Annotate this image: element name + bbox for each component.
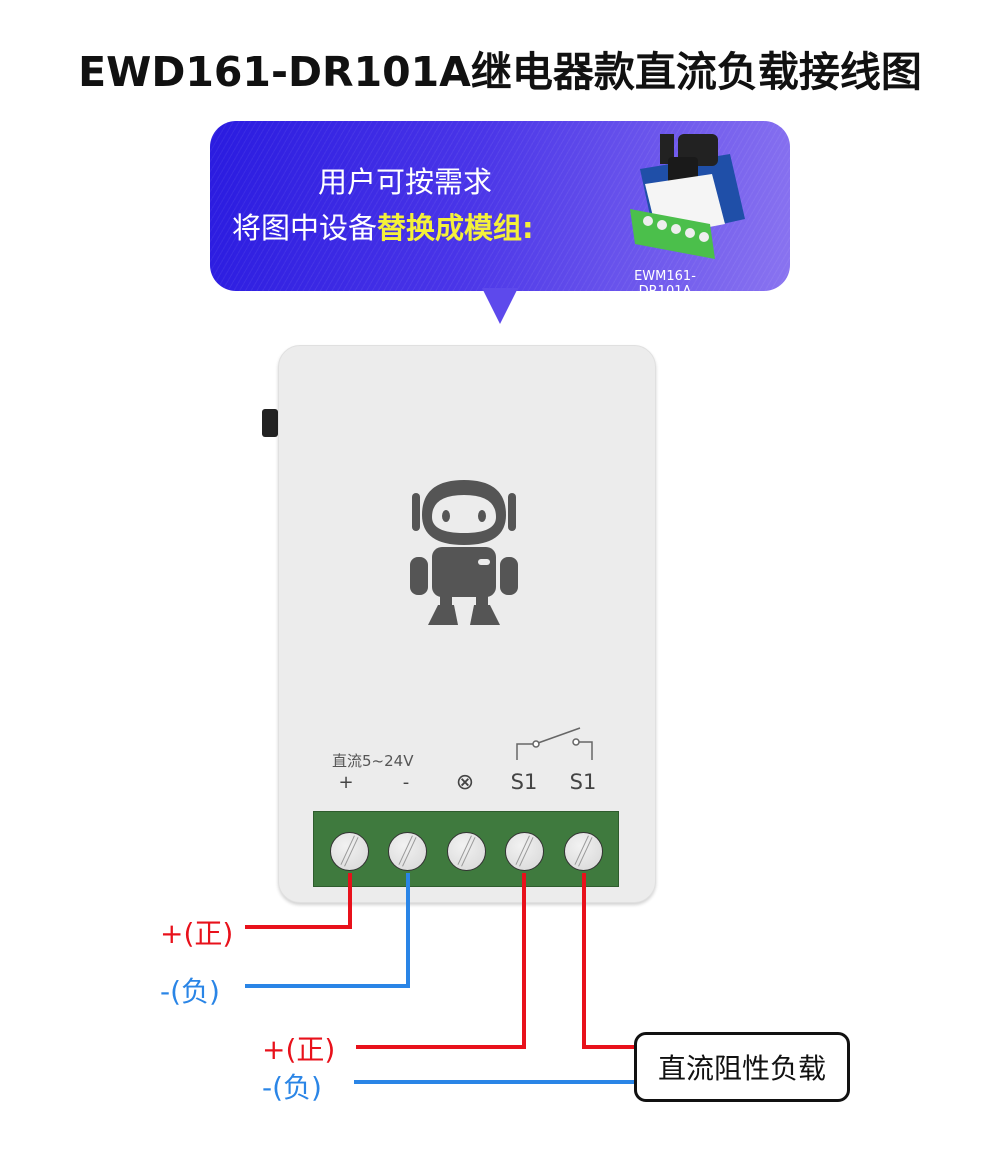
- page-title: EWD161-DR101A继电器款直流负载接线图: [78, 48, 922, 96]
- module-name: EWM161-DR101A: [634, 269, 696, 291]
- terminal-block: [313, 811, 619, 887]
- wire-power-negative-horizontal: [245, 984, 410, 988]
- banner-line-1: 用户可按需求: [317, 165, 492, 199]
- power-spec-label: 直流5~24V: [332, 752, 414, 770]
- terminal-label-unused: ⊗: [455, 770, 475, 795]
- load-negative-label: -(负): [262, 1071, 322, 1104]
- terminal-label-s1-b: S1: [569, 770, 597, 794]
- screw-terminal-minus: [388, 832, 427, 871]
- wire-s1a-vertical: [522, 873, 526, 1049]
- banner-line-2-prefix: 将图中设备: [232, 211, 378, 245]
- banner-pointer: [482, 288, 518, 324]
- wire-s1b-vertical: [582, 873, 586, 1049]
- wire-power-positive-vertical: [348, 873, 352, 929]
- relay-switch-icon: [516, 727, 593, 760]
- dc-resistive-load-box: 直流阻性负载: [634, 1032, 850, 1102]
- replacement-banner: 用户可按需求 将图中设备替换成模组: EWM161-DR101A: [210, 121, 790, 291]
- wire-s1a-horizontal: [356, 1045, 526, 1049]
- terminal-label-minus: -: [402, 772, 410, 793]
- load-positive-label: +(正): [262, 1033, 336, 1066]
- relay-device: [278, 345, 656, 903]
- power-negative-label: -(负): [160, 975, 220, 1008]
- wire-power-negative-vertical: [406, 873, 410, 988]
- screw-terminal-s1-a: [505, 832, 544, 871]
- wire-s1b-horizontal: [582, 1045, 636, 1049]
- side-button: [262, 409, 278, 437]
- power-positive-label: +(正): [160, 917, 234, 950]
- module-image-icon: [630, 134, 745, 259]
- robot-logo-icon: [410, 480, 518, 625]
- wire-load-negative: [354, 1080, 636, 1084]
- wire-power-positive-horizontal: [245, 925, 352, 929]
- banner-highlight: 替换成模组:: [377, 211, 534, 245]
- terminal-label-s1-a: S1: [510, 770, 538, 794]
- screw-terminal-s1-b: [564, 832, 603, 871]
- terminal-label-plus: +: [338, 772, 354, 793]
- screw-terminal-plus: [330, 832, 369, 871]
- banner-line-2: 将图中设备替换成模组:: [232, 205, 534, 247]
- screw-terminal-unused: [447, 832, 486, 871]
